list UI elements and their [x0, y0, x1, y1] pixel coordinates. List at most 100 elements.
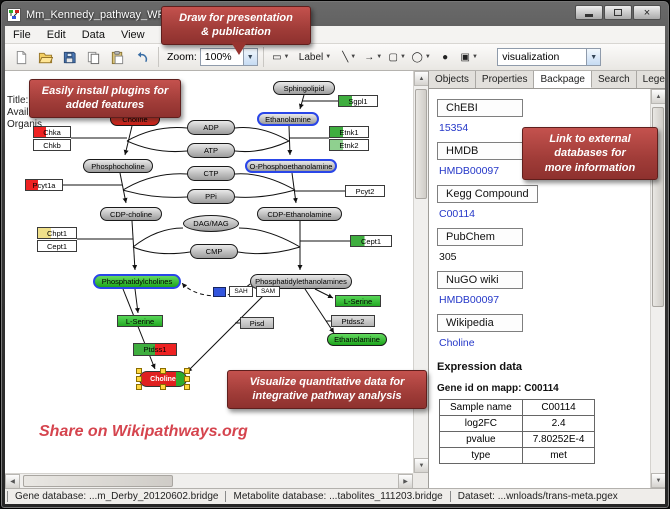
- node-o-phosphoethanolamine[interactable]: O-Phosphoethanolamine: [245, 159, 337, 173]
- node-cept1-a[interactable]: Cept1: [37, 240, 77, 252]
- node-pcyt1a[interactable]: Pcyt1a: [25, 179, 63, 191]
- selection-handle[interactable]: [184, 384, 190, 390]
- save-icon[interactable]: [58, 46, 80, 68]
- selection-handle[interactable]: [136, 368, 142, 374]
- scroll-down-icon[interactable]: ▼: [651, 473, 665, 488]
- external-link[interactable]: C00114: [439, 208, 476, 220]
- pathway-edge: [122, 189, 188, 198]
- visualization-select[interactable]: visualization ▼: [497, 48, 602, 66]
- backpage-heading-nugo-wiki: NuGO wiki: [437, 271, 523, 289]
- label-tool[interactable]: Label▼: [298, 51, 332, 63]
- selection-handle[interactable]: [136, 384, 142, 390]
- open-icon[interactable]: [34, 46, 56, 68]
- scroll-right-icon[interactable]: ▶: [398, 474, 413, 488]
- selection-handle[interactable]: [160, 384, 166, 390]
- selection-handle[interactable]: [184, 368, 190, 374]
- node-l-serine-right[interactable]: L-Serine: [335, 295, 381, 307]
- node-sah[interactable]: SAH: [229, 286, 253, 297]
- node-phosphatidylcholines[interactable]: Phosphatidylcholines: [93, 274, 181, 289]
- node-chkb[interactable]: Chkb: [33, 139, 71, 151]
- node-etnk2[interactable]: Etnk2: [329, 139, 369, 151]
- gene-product-tool[interactable]: ▭▼: [272, 51, 290, 63]
- scroll-down-icon[interactable]: ▼: [414, 458, 428, 473]
- pathway-edge: [126, 140, 188, 152]
- chevron-down-icon: ▼: [376, 54, 383, 60]
- tab-backpage[interactable]: Backpage: [534, 71, 592, 88]
- vertical-scroll-thumb[interactable]: [415, 89, 427, 199]
- external-link[interactable]: HMDB00097: [439, 165, 500, 177]
- node-sam[interactable]: SAM: [256, 286, 280, 297]
- titlebar[interactable]: Mm_Kennedy_pathway_WP1771_45176.gpml ×: [7, 5, 663, 25]
- node-dag-mag[interactable]: DAG/MAG: [183, 215, 239, 232]
- close-button[interactable]: ×: [633, 5, 661, 20]
- tab-properties[interactable]: Properties: [475, 71, 535, 88]
- new-icon[interactable]: [10, 46, 32, 68]
- tab-legend[interactable]: Legend: [636, 71, 665, 88]
- tab-objects[interactable]: Objects: [429, 71, 476, 88]
- selection-handle[interactable]: [136, 376, 142, 382]
- external-link[interactable]: Choline: [439, 337, 475, 349]
- node-cept1-b[interactable]: Cept1: [350, 235, 392, 247]
- node-ethanolamine-bottom[interactable]: Ethanolamine: [327, 333, 387, 346]
- selection-handle[interactable]: [160, 368, 166, 374]
- menu-edit[interactable]: Edit: [46, 28, 66, 41]
- node-chka[interactable]: Chka: [33, 126, 71, 138]
- node-etnk1[interactable]: Etnk1: [329, 126, 369, 138]
- external-link[interactable]: HMDB00097: [439, 294, 500, 306]
- callout-draw-presentation: Draw for presentation & publication: [161, 6, 311, 45]
- selection-handle[interactable]: [184, 376, 190, 382]
- node-pemt[interactable]: [213, 287, 226, 297]
- node-chpt1[interactable]: Chpt1: [37, 227, 77, 239]
- node-cmp[interactable]: CMP: [190, 244, 238, 259]
- node-pcyt2[interactable]: Pcyt2: [345, 185, 385, 197]
- node-sphingolipid[interactable]: Sphingolipid: [273, 81, 335, 95]
- zoom-select[interactable]: 100% ▼: [199, 48, 258, 66]
- node-l-serine-left[interactable]: L-Serine: [117, 315, 163, 327]
- status-segment: Metabolite database: ...tabolites_111203…: [225, 491, 449, 502]
- node-phosphocholine[interactable]: Phosphocholine: [83, 159, 153, 173]
- arrow-tool[interactable]: →▼: [364, 51, 383, 63]
- undo-icon[interactable]: [130, 46, 152, 68]
- template-tool[interactable]: ▣▼: [460, 51, 478, 63]
- backpage-heading-pubchem: PubChem: [437, 228, 523, 246]
- node-ctp[interactable]: CTP: [187, 166, 235, 181]
- horizontal-scroll-thumb[interactable]: [23, 475, 173, 487]
- rect-tool[interactable]: ▢▼: [388, 51, 406, 63]
- canvas-vertical-scrollbar[interactable]: ▲ ▼: [413, 71, 428, 473]
- anchor-tool[interactable]: ●: [442, 51, 449, 63]
- node-ethanolamine-top[interactable]: Ethanolamine: [257, 112, 319, 126]
- tab-search[interactable]: Search: [591, 71, 637, 88]
- scroll-up-icon[interactable]: ▲: [651, 89, 665, 104]
- menu-file[interactable]: File: [13, 28, 31, 41]
- gene-id-on-mapp: Gene id on mapp: C00114: [437, 383, 559, 394]
- node-adp[interactable]: ADP: [187, 120, 235, 135]
- canvas-horizontal-scrollbar[interactable]: ◀ ▶: [5, 473, 413, 488]
- paste-icon[interactable]: [106, 46, 128, 68]
- menu-view[interactable]: View: [120, 28, 145, 41]
- node-pisd[interactable]: Pisd: [240, 317, 274, 329]
- pathway-edge: [122, 173, 188, 191]
- scroll-up-icon[interactable]: ▲: [414, 71, 428, 86]
- oval-tool[interactable]: ◯▼: [411, 51, 431, 63]
- external-link[interactable]: 15354: [439, 122, 469, 134]
- node-sgpl1[interactable]: Sgpl1: [338, 95, 378, 107]
- line-tool[interactable]: ╲▼: [342, 51, 357, 63]
- node-ptdss1[interactable]: Ptdss1: [133, 343, 177, 356]
- minimize-button[interactable]: [575, 5, 603, 20]
- copy-icon[interactable]: [82, 46, 104, 68]
- node-ppi[interactable]: PPi: [187, 189, 235, 204]
- node-phosphatidylethanolamines[interactable]: Phosphatidylethanolamines: [250, 274, 352, 289]
- node-atp[interactable]: ATP: [187, 143, 235, 158]
- scroll-left-icon[interactable]: ◀: [5, 474, 20, 488]
- info-label: Availa: [7, 107, 35, 118]
- menu-data[interactable]: Data: [81, 28, 105, 41]
- maximize-button[interactable]: [604, 5, 632, 20]
- node-ptdss2[interactable]: Ptdss2: [331, 315, 375, 327]
- pathway-edge: [234, 173, 296, 191]
- node-cdp-ethanolamine[interactable]: CDP-Ethanolamine: [257, 207, 342, 221]
- node-cdp-choline[interactable]: CDP-choline: [100, 207, 162, 221]
- node-choline-selected[interactable]: Choline: [136, 368, 190, 390]
